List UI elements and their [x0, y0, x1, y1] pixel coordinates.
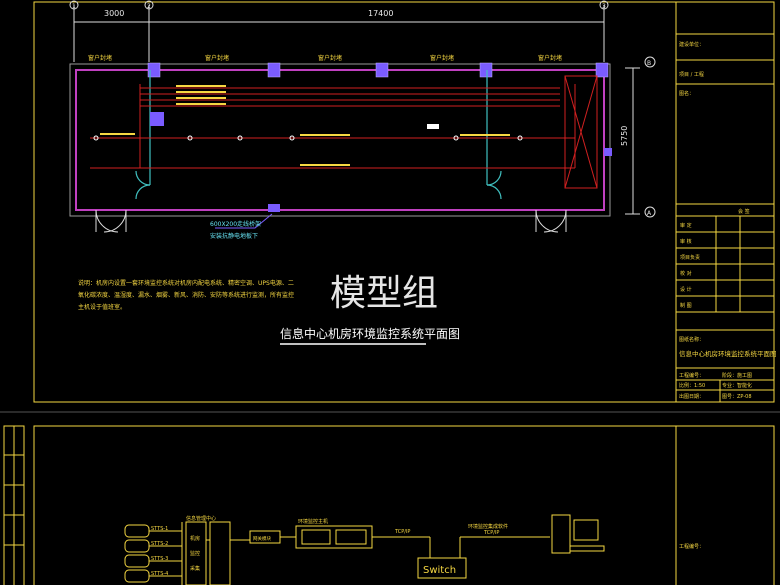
tb-row-1: 建设单位：	[679, 41, 704, 48]
axis-label-3: 3	[602, 3, 606, 10]
tb-meta-5: 出图日期：	[679, 393, 704, 400]
equipment-zone	[564, 75, 598, 189]
windows	[147, 62, 609, 78]
tb-meta-2: 阶段：施工图	[722, 372, 752, 379]
axis-label-1: 1	[72, 3, 76, 10]
upper-sheet-frame	[33, 1, 775, 403]
notes-block: 说明：机房内设置一套环境监控系统对机房内配电系统、精密空调、UPS电源、二 氧化…	[78, 279, 294, 311]
module-label: 网关模块	[253, 535, 271, 542]
axis-label-2: 2	[147, 3, 151, 10]
sensor-tag-3: STTS-3	[151, 556, 168, 562]
tb-drawing-name: 信息中心机房环境监控系统平面图	[679, 349, 777, 358]
cable-note-line-1: 600X200走线桥架	[210, 220, 261, 228]
sensor-tag-2: STTS-2	[151, 541, 168, 547]
title-block	[675, 2, 774, 402]
lower-tb-label: 工程编号：	[679, 543, 704, 550]
room-walls	[69, 63, 611, 217]
cable-note-line-2: 安装抗静电地板下	[210, 232, 258, 240]
tb-meta-6: 图号：ZP-08	[722, 394, 752, 400]
ctrl-label: 环境监控主机	[298, 518, 328, 525]
tb-sign-2: 审 核	[680, 238, 692, 245]
axis-label-b: B	[647, 60, 651, 67]
axis-markers	[69, 0, 656, 218]
tb-sign-5: 设 计	[680, 286, 692, 293]
window-label-5: 窗户封堵	[538, 54, 562, 62]
axis-label-a: A	[647, 210, 652, 217]
vertical-tag-3: 采集	[190, 565, 200, 572]
vertical-tag-2: 监控	[190, 550, 200, 557]
label-tag	[427, 124, 439, 129]
window-label-1: 窗户封堵	[88, 54, 112, 62]
tb-sign-4: 校 对	[680, 270, 692, 277]
tcpip-right: TCP/IP	[483, 530, 499, 536]
cable-tags	[100, 85, 510, 166]
doors	[95, 209, 567, 233]
tb-sign-6: 制 图	[680, 302, 692, 309]
partitions	[135, 70, 502, 200]
watermark: 模型组	[330, 273, 438, 314]
window-label-3: 窗户封堵	[318, 54, 342, 62]
center-box-label: 信息管理中心	[186, 515, 216, 522]
dimension-lines	[73, 5, 640, 215]
upper-sheet	[0, 1, 780, 413]
notes-line-1: 说明：机房内设置一套环境监控系统对机房内配电系统、精密空调、UPS电源、二	[78, 279, 294, 287]
dimension-5750: 5750	[620, 126, 629, 146]
tb-row-3: 图名：	[679, 90, 694, 97]
sensor-stack	[124, 514, 605, 585]
tb-meta-4: 专业：智能化	[722, 382, 752, 389]
vertical-tag-1: 机房	[190, 535, 200, 542]
plan-title: 信息中心机房环境监控系统平面图	[280, 326, 460, 341]
tcpip-left: TCP/IP	[394, 529, 410, 535]
notes-line-2: 氧化碳浓度、温湿度、漏水、烟雾、新风、消防、安防等系统进行监测，所有监控	[78, 291, 294, 299]
remote-label: 环境监控集成软件	[468, 523, 508, 530]
notes-line-3: 主机设于值班室。	[78, 303, 126, 311]
monitor-host-box	[150, 112, 164, 126]
sensor-tag-1: STTS-1	[151, 526, 168, 532]
switch-label: Switch	[423, 565, 456, 576]
dimension-3000: 3000	[104, 9, 124, 18]
tb-row-2: 项目 / 工程	[679, 71, 704, 78]
tb-sign-3: 项目负责	[680, 254, 700, 261]
window-label-2: 窗户封堵	[205, 54, 229, 62]
tb-proj-label: 图纸名称：	[679, 336, 704, 343]
lower-sheet	[3, 425, 775, 585]
sensor-tag-4: STTS-4	[151, 571, 168, 577]
tb-meta-1: 工程编号：	[679, 372, 704, 379]
tb-meta-3: 比例：1:50	[679, 382, 705, 389]
window-label-4: 窗户封堵	[430, 54, 454, 62]
tb-sign-header: 会 签	[738, 208, 750, 215]
devices	[93, 112, 612, 212]
cable-note: 600X200走线桥架 安装抗静电地板下	[210, 213, 273, 240]
tb-sign-1: 审 定	[680, 222, 692, 229]
dimension-17400: 17400	[368, 9, 393, 18]
